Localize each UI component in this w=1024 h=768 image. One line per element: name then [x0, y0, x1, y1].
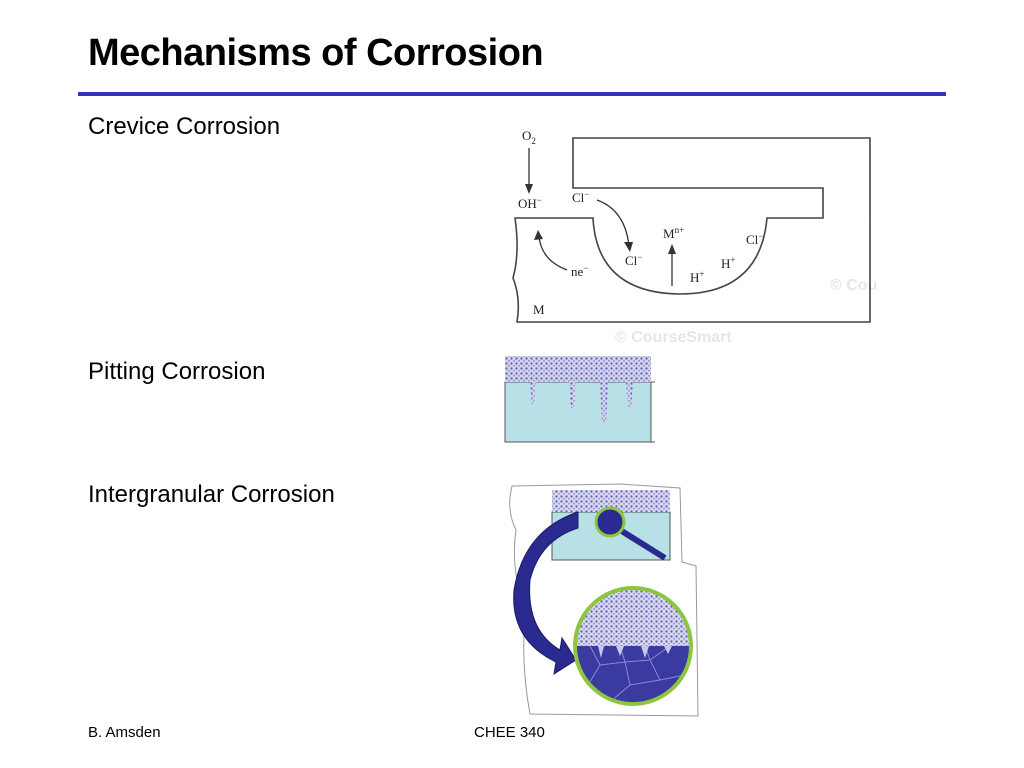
- footer-course: CHEE 340: [474, 724, 545, 741]
- pitting-corrosion-diagram: [504, 356, 655, 443]
- svg-text:ne−: ne−: [571, 263, 588, 279]
- chloride-arrow: [596, 199, 630, 247]
- electron-label: ne: [571, 264, 584, 279]
- chloride-label-mid: Cl: [625, 253, 638, 268]
- svg-text:H+: H+: [690, 269, 704, 285]
- page-title: Mechanisms of Corrosion: [88, 32, 544, 74]
- svg-text:Cl−: Cl−: [746, 231, 763, 247]
- pit-4: [626, 382, 633, 408]
- metal-ion-label: M: [663, 226, 675, 241]
- svg-text:H+: H+: [721, 255, 735, 271]
- hydrogen-label-2: H: [721, 256, 730, 271]
- chloride-label-right: Cl: [746, 232, 759, 247]
- lens-magnified: [573, 586, 693, 706]
- chloride-label-top: Cl: [572, 190, 585, 205]
- svg-text:Mn+: Mn+: [663, 225, 684, 241]
- watermark-top: © Cou: [830, 277, 877, 294]
- intergranular-corrosion-label: Intergranular Corrosion: [88, 481, 335, 508]
- watermark-bottom: © CourseSmart: [615, 329, 732, 346]
- o2-arrowhead: [525, 184, 533, 194]
- intergranular-corrosion-diagram: [509, 483, 699, 717]
- svg-text:O2: O2: [522, 128, 536, 146]
- lens-handle: [618, 527, 667, 561]
- magnify-arrow: [513, 511, 579, 676]
- pitting-corrosion-label: Pitting Corrosion: [88, 358, 266, 385]
- o2-label: O: [522, 128, 531, 143]
- electron-arrowhead: [534, 230, 543, 240]
- electron-arrow: [538, 235, 568, 271]
- chloride-arrowhead: [624, 242, 633, 252]
- pit-2: [569, 382, 576, 408]
- metal-body-outline: [512, 137, 871, 323]
- crevice-corrosion-label: Crevice Corrosion: [88, 113, 281, 140]
- metal-label: M: [533, 302, 545, 317]
- solution-layer: [505, 356, 651, 382]
- pit-3: [600, 382, 608, 422]
- crevice-corrosion-diagram: © Cou © CourseSmart O2 OH− Cl− Cl− Cl− M…: [512, 128, 877, 346]
- svg-text:Cl−: Cl−: [625, 252, 642, 268]
- footer-author: B. Amsden: [88, 724, 161, 741]
- svg-text:OH−: OH−: [518, 195, 542, 211]
- hydrogen-label-1: H: [690, 270, 699, 285]
- specimen-solution: [552, 490, 670, 512]
- pit-1: [530, 382, 536, 404]
- hydroxide-label: OH: [518, 196, 537, 211]
- svg-text:Cl−: Cl−: [572, 189, 589, 205]
- metal-block: [504, 381, 652, 443]
- lens-small: [594, 506, 626, 538]
- title-underline: [78, 92, 946, 96]
- metal-ion-arrowhead: [668, 244, 676, 254]
